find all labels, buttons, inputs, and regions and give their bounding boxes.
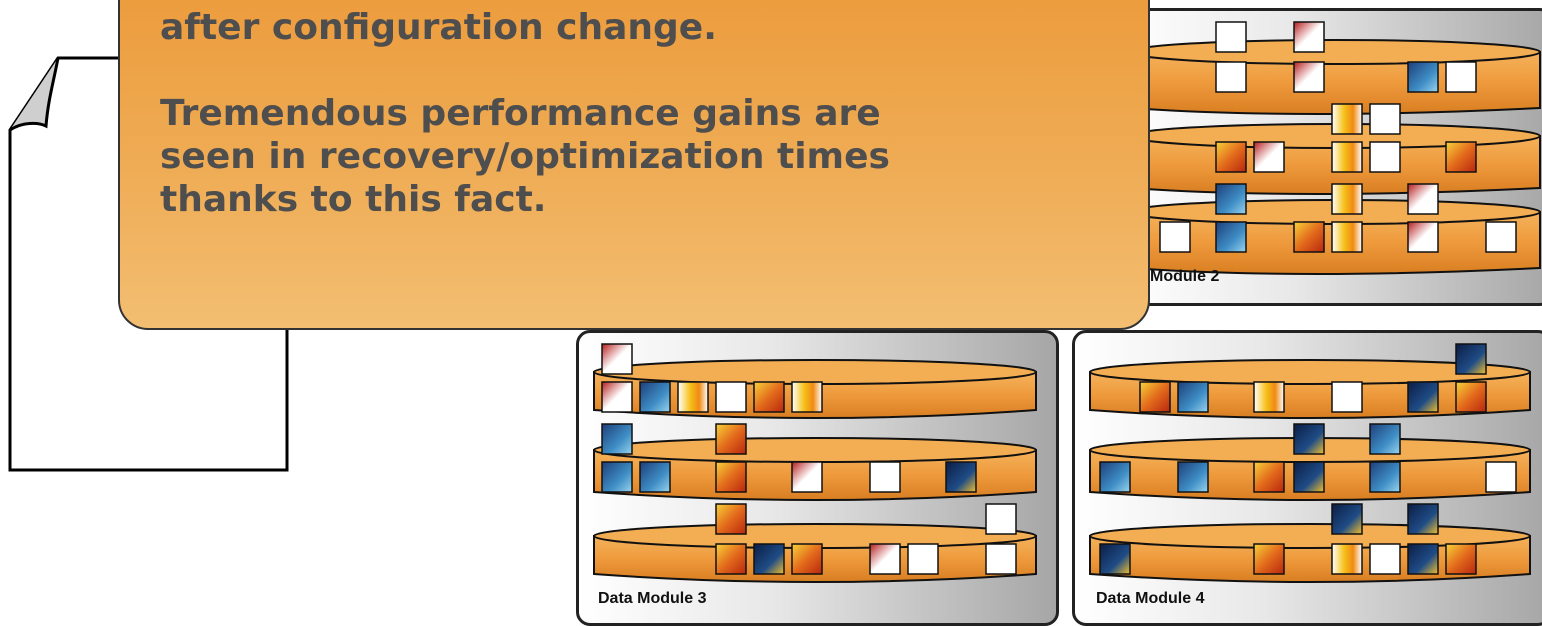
data-block (753, 543, 785, 575)
data-block (985, 543, 1017, 575)
data-block (1293, 221, 1325, 253)
data-block (1369, 461, 1401, 493)
data-block (1253, 141, 1285, 173)
data-block (1099, 461, 1131, 493)
data-block (945, 461, 977, 493)
data-block (1215, 21, 1247, 53)
data-block (1099, 543, 1131, 575)
data-blocks (601, 21, 1517, 575)
data-block (1293, 61, 1325, 93)
data-block (1139, 381, 1171, 413)
data-block (1331, 183, 1363, 215)
data-block (1407, 381, 1439, 413)
data-block (1293, 423, 1325, 455)
data-block (1331, 103, 1363, 135)
data-block (1331, 381, 1363, 413)
data-block (601, 381, 633, 413)
data-block (1445, 543, 1477, 575)
data-block (985, 503, 1017, 535)
data-block (1215, 141, 1247, 173)
data-block (869, 461, 901, 493)
data-block (1369, 423, 1401, 455)
data-block (715, 423, 747, 455)
data-block (715, 461, 747, 493)
module-2-label: Module 2 (1150, 268, 1220, 285)
data-block (1215, 61, 1247, 93)
data-block (791, 381, 823, 413)
data-block (907, 543, 939, 575)
data-block (639, 381, 671, 413)
data-block (1369, 141, 1401, 173)
data-block (1455, 381, 1487, 413)
data-block (1177, 381, 1209, 413)
data-block (1407, 221, 1439, 253)
callout-text-body: Tremendous performance gains are seen in… (160, 93, 890, 220)
data-block (1445, 141, 1477, 173)
data-block (677, 381, 709, 413)
data-block (1407, 61, 1439, 93)
data-block (1407, 183, 1439, 215)
data-block (601, 461, 633, 493)
data-block (601, 423, 633, 455)
data-module-3-label: Data Module 3 (598, 590, 707, 607)
data-block (1369, 543, 1401, 575)
data-block (1293, 461, 1325, 493)
data-module-4-label: Data Module 4 (1096, 590, 1205, 607)
data-block (1215, 183, 1247, 215)
data-block (1215, 221, 1247, 253)
data-block (715, 381, 747, 413)
callout-text-top: after configuration change. (160, 7, 717, 48)
disk (1129, 39, 1541, 115)
callout-box: after configuration change. Tremendous p… (118, 0, 1150, 330)
data-block (1455, 343, 1487, 375)
data-block (1369, 103, 1401, 135)
data-block (1331, 543, 1363, 575)
data-block (1331, 221, 1363, 253)
data-block (1253, 543, 1285, 575)
data-block (639, 461, 671, 493)
data-block (1485, 221, 1517, 253)
data-block (1445, 61, 1477, 93)
data-block (1253, 381, 1285, 413)
data-block (1407, 503, 1439, 535)
data-block (1253, 461, 1285, 493)
data-block (791, 543, 823, 575)
data-block (1331, 141, 1363, 173)
data-block (1331, 503, 1363, 535)
data-block (1485, 461, 1517, 493)
data-block (601, 343, 633, 375)
data-block (1407, 543, 1439, 575)
data-block (791, 461, 823, 493)
data-block (753, 381, 785, 413)
data-block (715, 543, 747, 575)
data-block (1293, 21, 1325, 53)
data-block (1177, 461, 1209, 493)
data-block (869, 543, 901, 575)
data-block (1159, 221, 1191, 253)
data-block (715, 503, 747, 535)
